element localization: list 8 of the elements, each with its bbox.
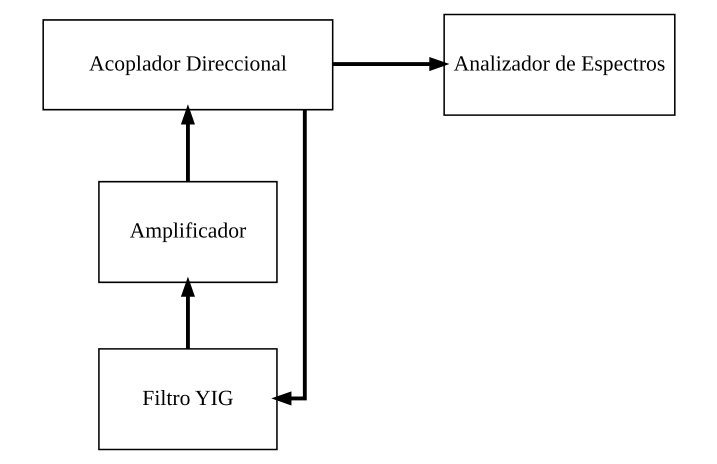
node-box: Acoplador Direccional	[42, 19, 333, 110]
arrow	[332, 56, 449, 72]
arrow	[180, 276, 194, 349]
arrow	[180, 104, 194, 182]
node-box: Amplificador	[98, 180, 278, 284]
node-box: Analizador de Espectros	[442, 14, 676, 116]
node-box: Filtro YIG	[98, 348, 278, 450]
arrow	[270, 110, 306, 406]
